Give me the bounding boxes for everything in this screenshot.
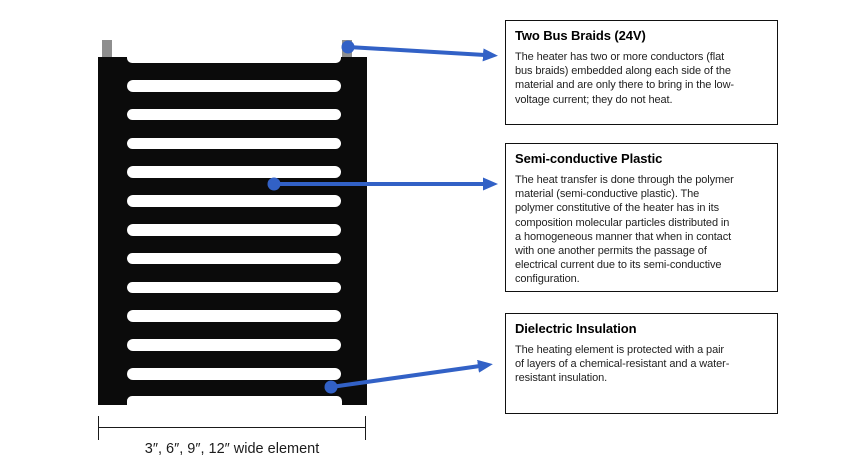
heater-element [98, 57, 367, 405]
heater-top-notch [127, 57, 341, 63]
heater-slot [127, 310, 341, 322]
heater-slot [127, 368, 341, 380]
leader-arrow-bus-braids [341, 40, 498, 62]
dimension-line [98, 427, 366, 428]
heater-bottom-notch [127, 396, 342, 405]
callout-box-dielectric: Dielectric Insulation The heating elemen… [505, 313, 778, 414]
callout-body: The heating element is protected with a … [515, 344, 730, 385]
callout-box-semi-conductive: Semi-conductive Plastic The heat transfe… [505, 143, 778, 292]
heater-slot [127, 80, 341, 92]
heater-slot [127, 252, 341, 265]
callout-body: The heat transfer is done through the po… [515, 174, 734, 286]
callout-title: Two Bus Braids (24V) [515, 28, 646, 43]
callout-body: The heater has two or more conductors (f… [515, 51, 734, 106]
dimension-label: 3″, 6″, 9″, 12″ wide element [144, 441, 320, 457]
heater-slot [127, 224, 341, 236]
dimension-tick-left [98, 416, 99, 440]
heater-slot [127, 166, 341, 178]
heater-slot [127, 195, 341, 207]
heater-slot [127, 281, 341, 294]
bus-braid-tab-left [102, 40, 112, 58]
callout-box-bus-braids: Two Bus Braids (24V) The heater has two … [505, 20, 778, 125]
bus-braid-tab-right [342, 40, 352, 58]
heater-slot [127, 137, 341, 150]
dimension-tick-right [365, 416, 366, 440]
heater-slot [127, 339, 341, 351]
heater-slot [127, 108, 341, 121]
callout-title: Semi-conductive Plastic [515, 151, 663, 166]
callout-title: Dielectric Insulation [515, 321, 637, 336]
